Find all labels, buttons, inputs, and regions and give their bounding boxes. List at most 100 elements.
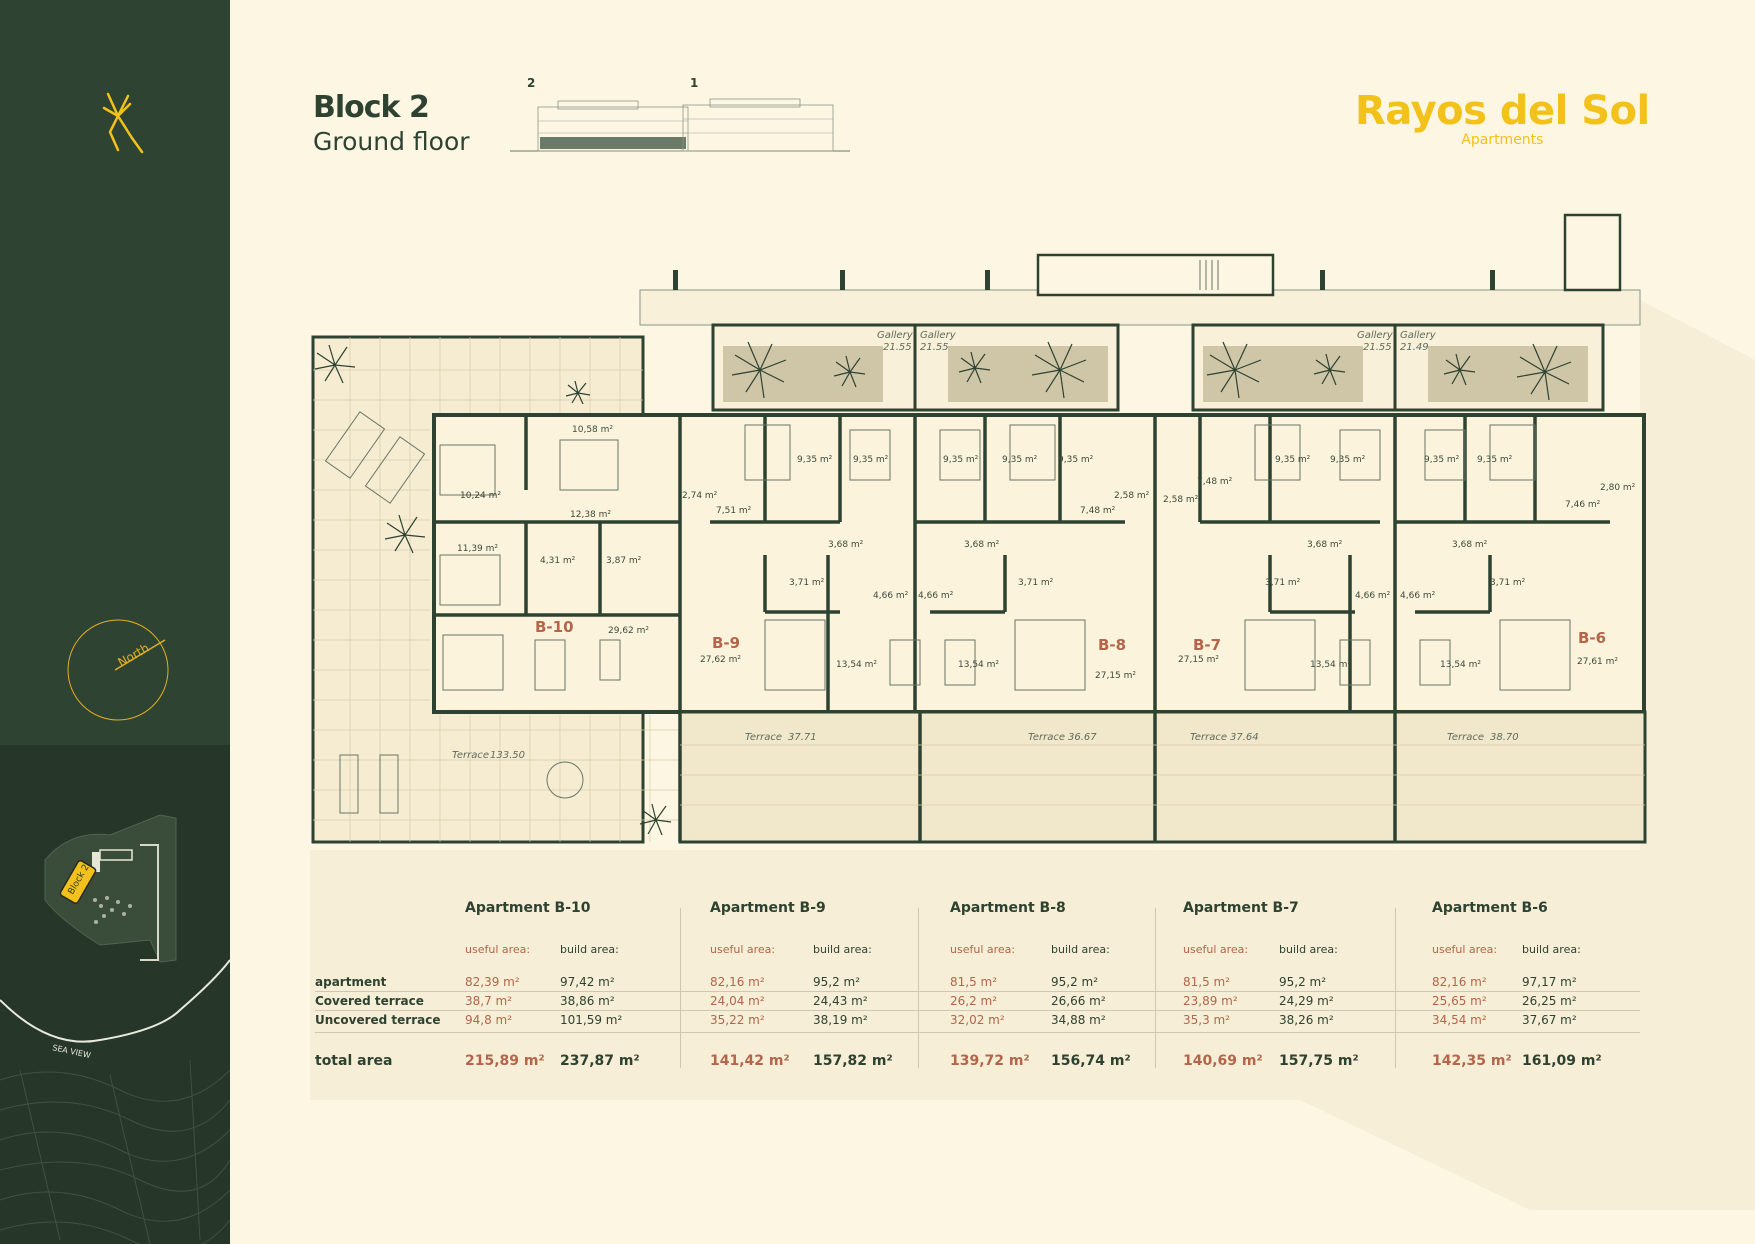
cell-useful: 82,16 m²: [710, 975, 765, 989]
room-area: 3,68 m²: [1452, 540, 1488, 550]
cell-total-build: 161,09 m²: [1522, 1053, 1602, 1069]
cell-build: 24,43 m²: [813, 994, 868, 1008]
gallery-label-3: Gallery: [1357, 330, 1394, 341]
useful-area-header: useful area:: [950, 943, 1016, 956]
room-area: 4,66 m²: [918, 591, 954, 601]
room-area: 27,62 m²: [700, 655, 741, 665]
room-area: 2,58 m²: [1163, 495, 1199, 505]
site-map-panel: [0, 745, 230, 1244]
room-area: 27,15 m²: [1095, 671, 1136, 681]
cell-useful: 26,2 m²: [950, 994, 998, 1008]
build-area-header: build area:: [1522, 943, 1581, 956]
terrace-dividers: [678, 712, 1397, 842]
cell-useful: 24,04 m²: [710, 994, 765, 1008]
build-area-header: build area:: [560, 943, 619, 956]
room-area: 9,35 m²: [853, 455, 889, 465]
cell-useful: 82,16 m²: [1432, 975, 1487, 989]
apartment-heading: Apartment B-9: [710, 900, 826, 916]
room-area: 29,62 m²: [608, 626, 649, 636]
room-area: 3,68 m²: [1307, 540, 1343, 550]
room-area: 11,39 m²: [457, 544, 498, 554]
cell-useful: 81,5 m²: [1183, 975, 1231, 989]
terrace-label-b10: Terrace: [452, 750, 489, 761]
room-area: 13,54 m²: [1440, 660, 1481, 670]
room-area: 9,35 m²: [1058, 455, 1094, 465]
cell-useful: 23,89 m²: [1183, 994, 1238, 1008]
cell-build: 24,29 m²: [1279, 994, 1334, 1008]
cell-total-useful: 139,72 m²: [950, 1053, 1030, 1069]
cell-build: 38,86 m²: [560, 994, 615, 1008]
gallery-value-4: 21.49: [1400, 342, 1429, 353]
apartment-heading: Apartment B-8: [950, 900, 1066, 916]
room-area: 7,46 m²: [1565, 500, 1601, 510]
cell-total-build: 157,82 m²: [813, 1053, 893, 1069]
elevation-thumbnail: [510, 98, 850, 152]
room-area: 9,35 m²: [1275, 455, 1311, 465]
useful-area-header: useful area:: [1183, 943, 1249, 956]
brand: Rayos del Sol Apartments: [1355, 88, 1650, 148]
room-area: 4,31 m²: [540, 556, 576, 566]
terrace-label-b7: Terrace: [1190, 732, 1227, 743]
stair-tower: [1563, 213, 1622, 292]
room-area: 9,35 m²: [1002, 455, 1038, 465]
gallery-label-4: Gallery: [1400, 330, 1437, 341]
gallery-strip: [711, 323, 1605, 412]
cell-build: 97,17 m²: [1522, 975, 1577, 989]
unit-label-b8: B-8: [1098, 636, 1126, 654]
build-area-header: build area:: [813, 943, 872, 956]
cell-useful: 94,8 m²: [465, 1013, 513, 1027]
sidebar-graphics: North Block 2 SEA VIEW: [0, 92, 230, 1244]
room-area: 2,80 m²: [1600, 483, 1636, 493]
build-area-header: build area:: [1051, 943, 1110, 956]
unit-label-b10: B-10: [535, 618, 574, 636]
coastline: [0, 959, 230, 1043]
room-area: 10,24 m²: [460, 491, 501, 501]
apartment-column-b6: Apartment B-6 useful area: build area: 8…: [1432, 900, 1602, 1069]
site-map-icon: Block 2: [44, 814, 177, 963]
elevation-label-2: 2: [527, 76, 536, 90]
row-label-apartment: apartment: [315, 975, 387, 989]
room-area: 4,66 m²: [1400, 591, 1436, 601]
room-area: 13,54 m²: [836, 660, 877, 670]
cell-useful: 38,7 m²: [465, 994, 513, 1008]
terrace-grid: [313, 337, 680, 842]
elevation-label-1: 1: [690, 76, 699, 90]
row-label-uncovered-terrace: Uncovered terrace: [315, 1013, 441, 1027]
cell-total-useful: 215,89 m²: [465, 1053, 545, 1069]
useful-area-header: useful area:: [465, 943, 531, 956]
useful-area-header: useful area:: [1432, 943, 1498, 956]
room-area: 3,71 m²: [1265, 578, 1301, 588]
useful-area-header: useful area:: [710, 943, 776, 956]
brand-tagline: Apartments: [1461, 132, 1544, 148]
terraces-strip: [678, 710, 1647, 844]
staircase-icon: [1199, 260, 1219, 290]
cell-build: 38,19 m²: [813, 1013, 868, 1027]
unit-label-b9: B-9: [712, 634, 740, 652]
gallery-label-1: Gallery: [877, 330, 914, 341]
unit-label-b6: B-6: [1578, 629, 1606, 647]
cell-build: 97,42 m²: [560, 975, 615, 989]
cell-build: 26,25 m²: [1522, 994, 1577, 1008]
room-area: 13,54 m²: [1310, 660, 1351, 670]
gallery-value-2: 21.55: [920, 342, 949, 353]
room-area: 7,48 m²: [1080, 506, 1116, 516]
room-area: 13,54 m²: [958, 660, 999, 670]
sun-logo-icon: [102, 92, 144, 154]
compass-icon: [67, 619, 169, 721]
sidebar: North Block 2 SEA VIEW: [0, 0, 230, 1244]
cell-total-build: 157,75 m²: [1279, 1053, 1359, 1069]
brand-name: Rayos del Sol: [1355, 88, 1650, 134]
cell-useful: 25,65 m²: [1432, 994, 1487, 1008]
cell-build: 95,2 m²: [1051, 975, 1099, 989]
apartment-heading: Apartment B-10: [465, 900, 591, 916]
apartment-column-b7: Apartment B-7 useful area: build area: 8…: [1183, 900, 1359, 1069]
cell-total-useful: 142,35 m²: [1432, 1053, 1512, 1069]
terrace-label-b6: Terrace: [1447, 732, 1484, 743]
room-area: 3,71 m²: [1490, 578, 1526, 588]
room-area: 2,58 m²: [1114, 491, 1150, 501]
room-area: 4,66 m²: [1355, 591, 1391, 601]
room-area: 12,38 m²: [570, 510, 611, 520]
room-area: 7,51 m²: [716, 506, 752, 516]
terrace-value-b9: 37.71: [788, 732, 817, 743]
